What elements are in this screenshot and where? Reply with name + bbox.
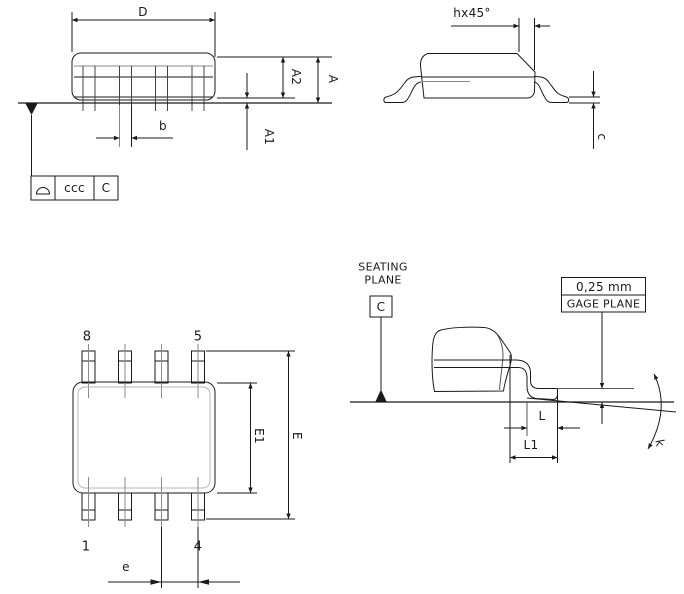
pin-number-1: 1 (81, 539, 91, 555)
seating-plane-text-line1: SEATING (358, 260, 408, 274)
dim-label-E: E (290, 432, 304, 440)
dim-label-D: D (138, 5, 148, 19)
dim-label-L1: L1 (523, 438, 539, 452)
datum-frame-tolerance: ccc (64, 181, 85, 195)
detail-view-lines (350, 277, 677, 463)
dim-label-A2: A2 (289, 68, 303, 86)
datum-c-label: C (376, 299, 386, 314)
pin-number-4: 4 (193, 539, 203, 555)
gage-plane-label: GAGE PLANE (566, 297, 641, 311)
dim-label-hx45: hx45° (453, 6, 491, 20)
seating-plane-text-line2: PLANE (364, 273, 402, 287)
top-view-lines (72, 344, 295, 588)
dim-label-e: e (122, 560, 130, 574)
datum-frame-datum: C (101, 181, 111, 195)
dim-label-c: c (595, 133, 609, 141)
dim-label-A: A (326, 74, 340, 84)
profile-of-surface-symbol (35, 187, 51, 195)
gage-offset-value: 0,25 mm (575, 279, 633, 294)
dim-label-L: L (538, 409, 546, 423)
dim-label-A1: A1 (262, 128, 276, 146)
dim-label-E1: E1 (252, 428, 266, 444)
end-view-lines (383, 18, 600, 149)
dim-label-b: b (159, 119, 167, 133)
pin-number-8: 8 (82, 329, 92, 345)
pin-number-5: 5 (193, 329, 203, 345)
side-view-lines (18, 12, 332, 201)
